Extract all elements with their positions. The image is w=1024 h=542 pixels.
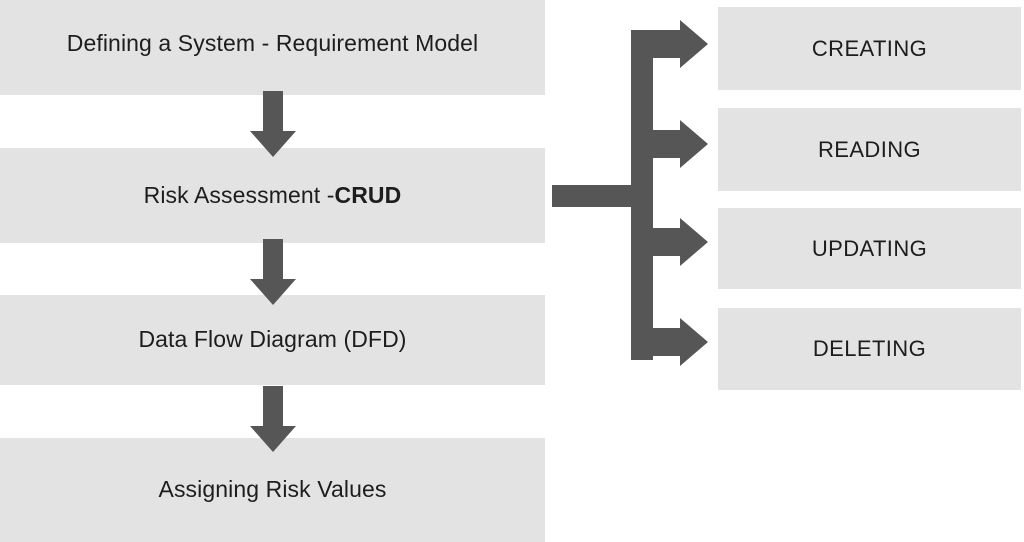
process-step-label: Assigning Risk Values — [158, 476, 387, 503]
fan-out-bracket-icon — [552, 20, 708, 366]
crud-operation-label: UPDATING — [811, 235, 928, 261]
crud-operation-box: READING — [718, 108, 1021, 191]
crud-operation-box: UPDATING — [718, 208, 1021, 289]
crud-operation-box: CREATING — [718, 7, 1021, 90]
process-step-box: Risk Assessment - CRUD — [0, 148, 545, 243]
down-arrow-icon — [250, 239, 296, 305]
crud-operation-box: DELETING — [718, 308, 1021, 390]
process-step-box: Assigning Risk Values — [0, 438, 545, 542]
crud-operation-label: CREATING — [811, 35, 928, 61]
down-arrow-icon — [250, 91, 296, 157]
crud-operation-label: DELETING — [812, 336, 927, 361]
down-arrow-icon — [250, 386, 296, 452]
crud-operation-label: READING — [817, 136, 922, 162]
process-step-label: Data Flow Diagram (DFD) — [138, 326, 407, 353]
process-step-box: Defining a System - Requirement Model — [0, 0, 545, 95]
process-step-label-emphasis: CRUD — [334, 181, 402, 208]
process-step-box: Data Flow Diagram (DFD) — [0, 295, 545, 385]
process-step-label: Risk Assessment - — [143, 181, 335, 208]
process-step-label: Defining a System - Requirement Model — [66, 29, 479, 56]
